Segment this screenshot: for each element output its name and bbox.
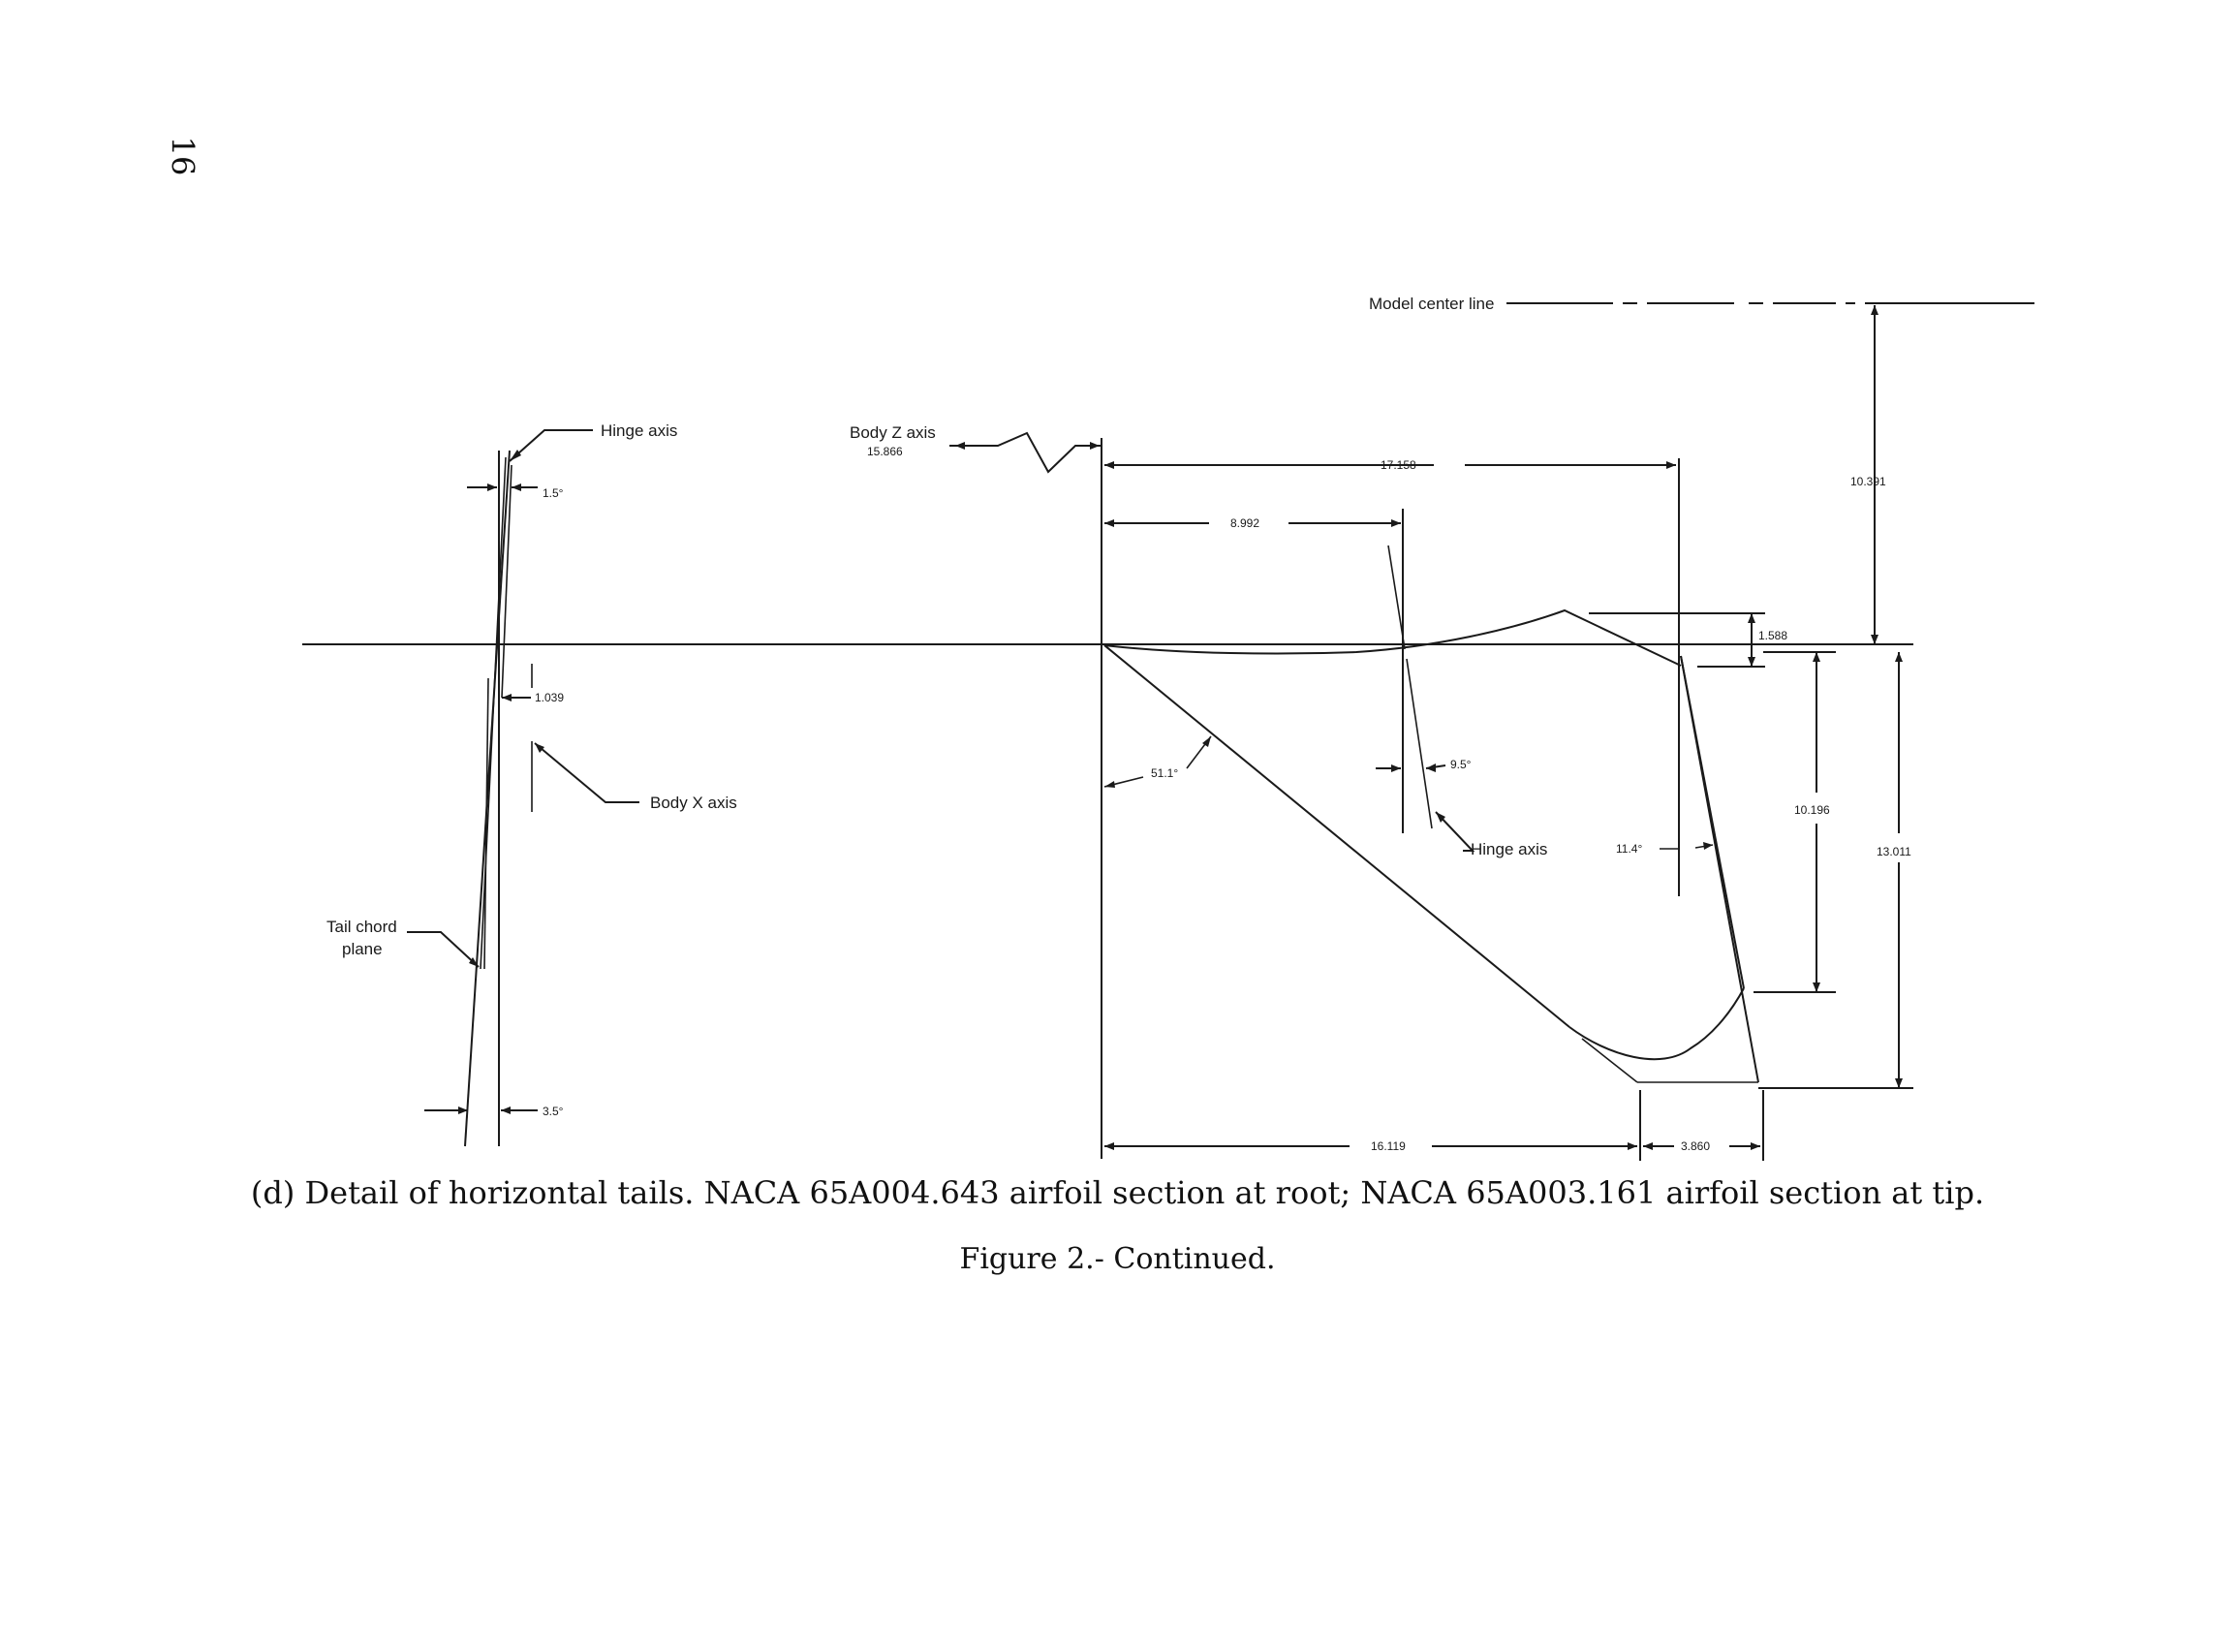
tail-tip-chord-bottom (1581, 1038, 1638, 1083)
tail-leading-edge (1103, 644, 1570, 1028)
tail-tip-curve (1568, 987, 1745, 1061)
angle-51-1-label: 51.1° (1151, 766, 1178, 780)
hinge-axis-left-leader (509, 429, 593, 462)
tail-chord-plane-label-2: plane (342, 940, 383, 958)
angle-3-5-label: 3.5° (543, 1105, 564, 1118)
dim-10-391-label: 10.391 (1850, 475, 1886, 488)
dim-3-860-label: 3.860 (1681, 1139, 1710, 1153)
tail-tip-chord-line (1680, 655, 1759, 1083)
tail-root-chord-profile (1103, 608, 1682, 667)
body-z-axis-label: Body Z axis (850, 423, 936, 442)
model-center-line-label: Model center line (1369, 295, 1494, 313)
body-z-axis-value: 15.866 (867, 445, 903, 458)
dim-1-588-label: 1.588 (1758, 629, 1787, 642)
tail-chord-plane-label-1: Tail chord (326, 918, 397, 936)
dim-10-196-label: 10.196 (1794, 803, 1830, 817)
body-z-axis-leader (949, 431, 1102, 474)
hinge-axis-right-label: Hinge axis (1471, 840, 1547, 858)
body-x-axis-leader (534, 742, 639, 803)
dim-16-119-label: 16.119 (1371, 1139, 1406, 1153)
left-tail-edge-view (464, 450, 533, 1147)
figure-detail-caption: (d) Detail of horizontal tails. NACA 65A… (250, 1174, 1985, 1211)
dim-17-158-label: 17.158 (1381, 458, 1416, 472)
body-x-axis-label: Body X axis (650, 794, 737, 812)
angle-1-5-label: 1.5° (543, 486, 564, 500)
hinge-axis-right-leader (1435, 811, 1475, 852)
dim-1-039-label: 1.039 (535, 691, 564, 704)
tail-chord-plane-leader (407, 931, 480, 968)
dim-8-992-label: 8.992 (1230, 516, 1259, 530)
hinge-axis-left-arrowhead (510, 450, 521, 461)
dim-13-011-label: 13.011 (1877, 845, 1911, 858)
angle-11-4-label: 11.4° (1616, 842, 1642, 856)
hinge-axis-left-label: Hinge axis (601, 421, 677, 440)
angle-9-5-label: 9.5° (1450, 758, 1472, 771)
hinge-line-lower (1406, 658, 1433, 829)
figure-number-caption: Figure 2.- Continued. (959, 1242, 1276, 1276)
